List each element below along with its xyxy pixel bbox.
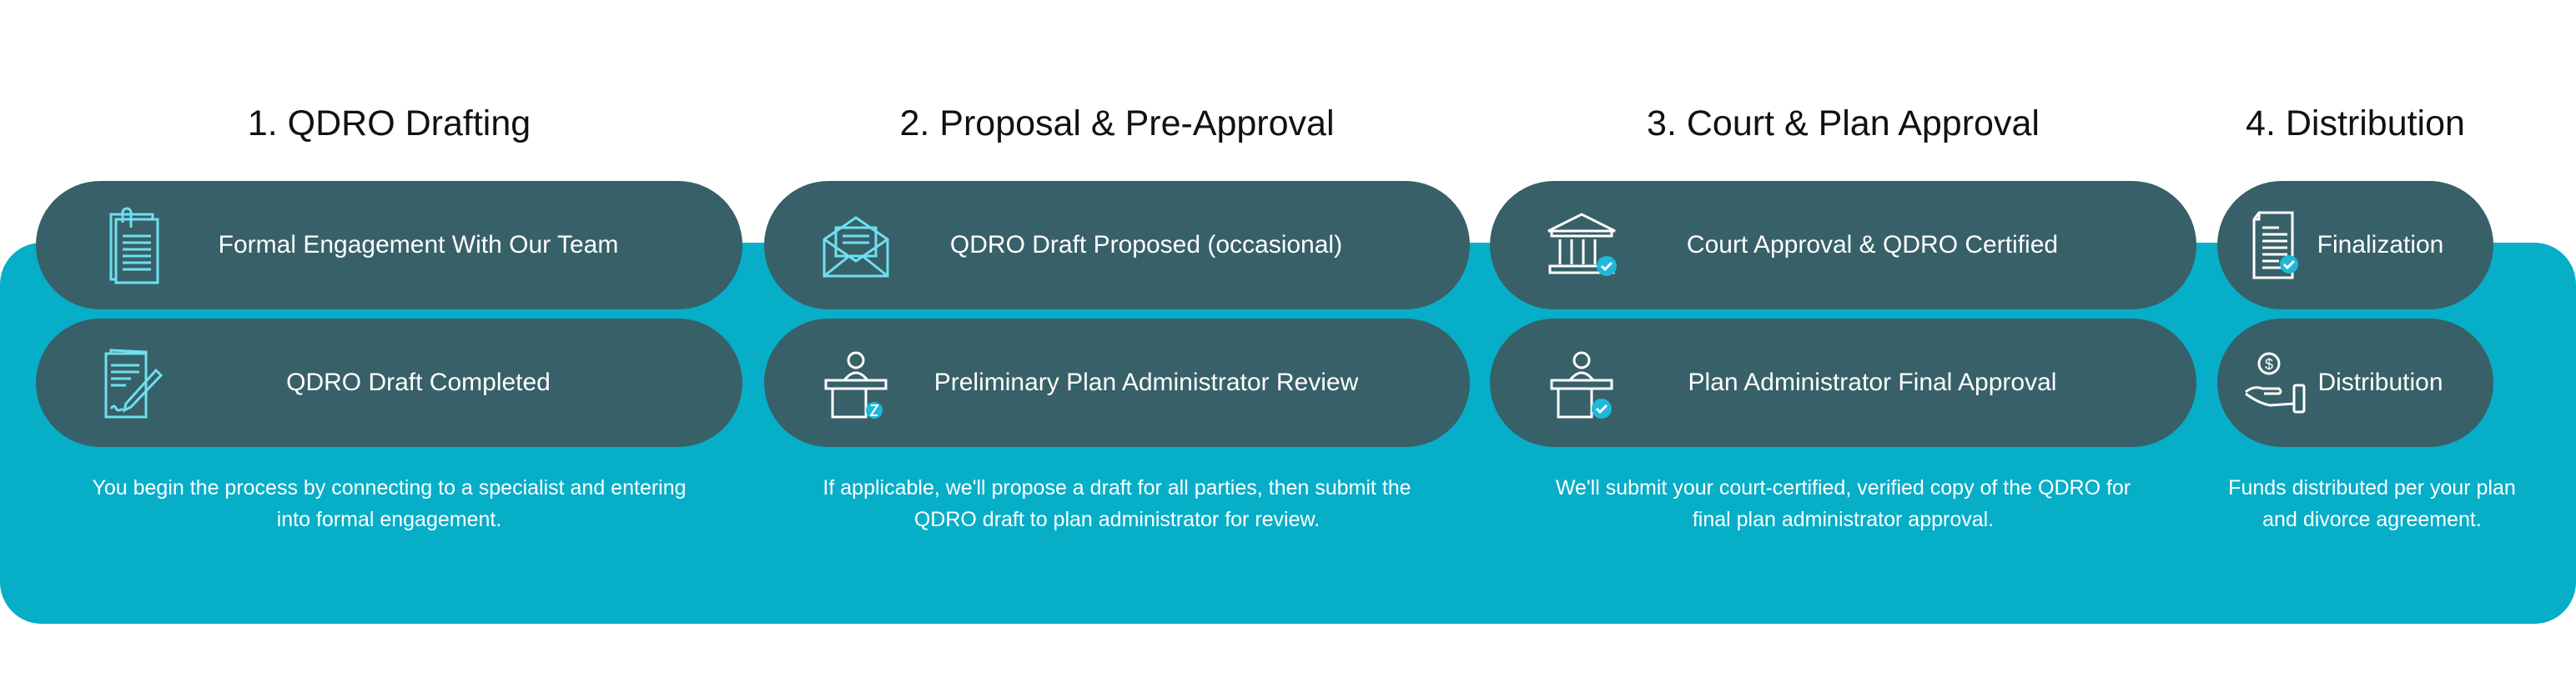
hand-money-icon: $ [2242,344,2309,422]
step-item-preliminary-review: Preliminary Plan Administrator Review [764,319,1470,447]
step-item-label: Court Approval & QDRO Certified [1686,231,2059,259]
step-item-label: Distribution [2317,369,2443,396]
document-pen-icon [86,344,169,422]
step-heading: 4. Distribution [2246,103,2465,143]
administrator-desk-check-icon [1540,344,1623,422]
step-description: If applicable, we'll propose a draft for… [823,476,1411,531]
step-proposal: 2. Proposal & Pre-Approval QDRO Draft Pr… [764,0,1470,693]
envelope-letter-icon [814,206,898,284]
administrator-desk-icon [814,344,898,422]
step-item-finalization: Finalization [2217,181,2493,309]
step-heading: 3. Court & Plan Approval [1647,103,2040,143]
step-item-label: Formal Engagement With Our Team [218,231,619,259]
step-distribution: 4. Distribution Finalization $ Distribut… [2217,0,2516,693]
step-item-formal-engagement: Formal Engagement With Our Team [36,181,742,309]
step-drafting: 1. QDRO Drafting Formal Engagement With … [36,0,742,693]
step-court-approval: 3. Court & Plan Approval Court Approval … [1490,0,2196,693]
svg-text:$: $ [2265,356,2273,373]
step-item-distribution: $ Distribution [2217,319,2493,447]
step-item-draft-proposed: QDRO Draft Proposed (occasional) [764,181,1470,309]
step-description: We'll submit your court-certified, verif… [1555,476,2131,531]
step-item-label: Plan Administrator Final Approval [1688,369,2057,396]
step-item-label: Preliminary Plan Administrator Review [933,369,1359,396]
step-item-final-approval: Plan Administrator Final Approval [1490,319,2196,447]
step-item-label: QDRO Draft Proposed (occasional) [949,231,1343,259]
clipped-document-icon [86,206,169,284]
step-item-court-approval: Court Approval & QDRO Certified [1490,181,2196,309]
step-item-draft-completed: QDRO Draft Completed [36,319,742,447]
step-item-label: Finalization [2317,231,2444,259]
step-description: You begin the process by connecting to a… [92,476,687,531]
step-item-label: QDRO Draft Completed [286,369,551,396]
document-check-icon [2242,206,2309,284]
step-heading: 1. QDRO Drafting [247,103,531,143]
step-heading: 2. Proposal & Pre-Approval [899,103,1335,143]
step-description: Funds distributed per your plan and divo… [2228,476,2516,531]
courthouse-check-icon [1540,206,1623,284]
